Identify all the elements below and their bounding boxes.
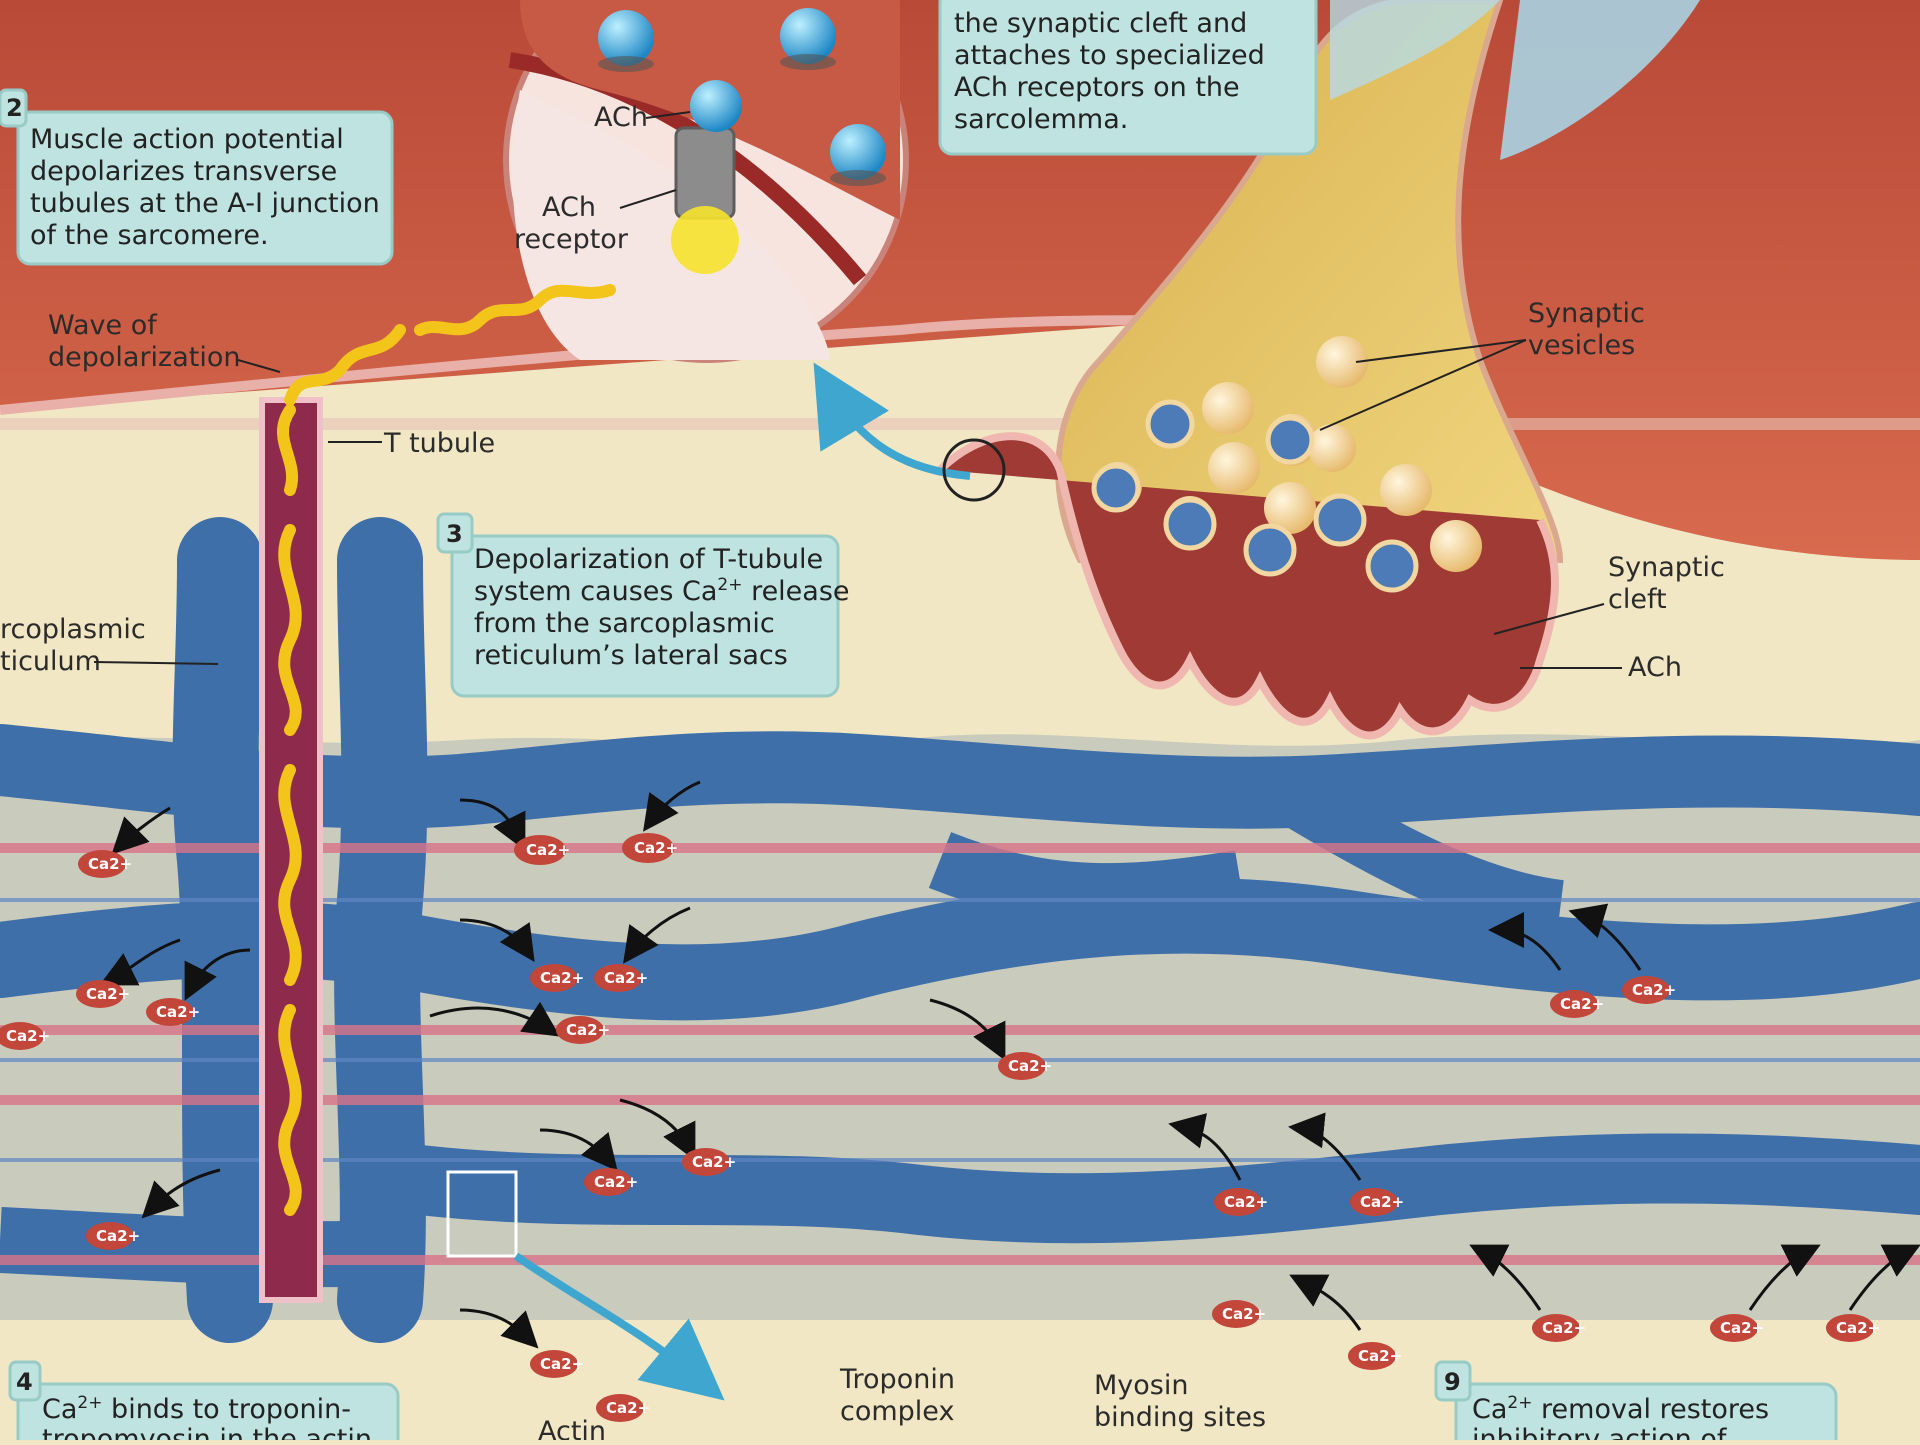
callout-step1: the synaptic cleft and attaches to speci…	[940, 0, 1316, 154]
svg-text:Ca2+: Ca2+	[1222, 1305, 1266, 1323]
svg-text:Ca2+: Ca2+	[594, 1173, 638, 1191]
callout-step2: 2 Muscle action potential depolarizes tr…	[0, 90, 392, 264]
svg-text:Ca2+: Ca2+	[1360, 1193, 1404, 1211]
svg-text:Ca2+: Ca2+	[156, 1003, 200, 1021]
svg-text:Ca2+: Ca2+	[540, 1355, 584, 1373]
svg-text:2: 2	[6, 94, 23, 122]
svg-text:Ca2+: Ca2+	[692, 1153, 736, 1171]
svg-text:Ca2+: Ca2+	[1720, 1319, 1764, 1337]
svg-text:depolarizes transverse: depolarizes transverse	[30, 156, 337, 187]
svg-text:Ca2+: Ca2+	[1358, 1347, 1402, 1365]
svg-text:Ca2+: Ca2+	[606, 1399, 650, 1417]
label-synaptic-vesicles-1: Synaptic	[1528, 298, 1645, 329]
label-ach-receptor-1: ACh	[542, 192, 596, 223]
svg-text:Ca2+: Ca2+	[1632, 981, 1676, 999]
svg-text:4: 4	[16, 1368, 33, 1396]
label-synaptic-cleft-1: Synaptic	[1608, 552, 1725, 583]
label-myosin-1: Myosin	[1094, 1370, 1188, 1401]
label-synaptic-cleft-2: cleft	[1608, 584, 1667, 615]
svg-text:Ca2+: Ca2+	[1560, 995, 1604, 1013]
svg-text:tropomyosin in the actin: tropomyosin in the actin	[42, 1424, 372, 1440]
svg-text:Depolarization of T-tubule: Depolarization of T-tubule	[474, 544, 823, 575]
label-actin: Actin	[538, 1416, 606, 1440]
label-ach-inset: ACh	[594, 102, 648, 133]
svg-text:Ca2+: Ca2+	[86, 985, 130, 1003]
label-ach-receptor-2: receptor	[514, 224, 629, 255]
svg-text:Ca2+: Ca2+	[1542, 1319, 1586, 1337]
svg-text:the synaptic cleft and: the synaptic cleft and	[954, 8, 1247, 39]
label-synaptic-vesicles-2: vesicles	[1528, 330, 1635, 361]
callout-step3: 3 Depolarization of T-tubule system caus…	[438, 514, 850, 696]
svg-text:Ca2+: Ca2+	[96, 1227, 140, 1245]
svg-text:Ca2+: Ca2+	[604, 969, 648, 987]
svg-text:9: 9	[1444, 1368, 1461, 1396]
label-myosin-2: binding sites	[1094, 1402, 1266, 1433]
label-sr-2: ticulum	[0, 646, 101, 677]
svg-text:sarcolemma.: sarcolemma.	[954, 104, 1128, 135]
label-troponin-1: Troponin	[839, 1364, 955, 1395]
label-ach-cleft: ACh	[1628, 652, 1682, 683]
svg-text:Ca2+: Ca2+	[88, 855, 132, 873]
svg-text:attaches to specialized: attaches to specialized	[954, 40, 1265, 71]
svg-text:Ca2+: Ca2+	[634, 839, 678, 857]
svg-text:Ca2+: Ca2+	[526, 841, 570, 859]
label-wave-2: depolarization	[48, 342, 241, 373]
svg-text:reticulum’s lateral sacs: reticulum’s lateral sacs	[474, 640, 788, 671]
svg-text:Ca2+: Ca2+	[1836, 1319, 1880, 1337]
label-wave-1: Wave of	[48, 310, 158, 341]
svg-text:tubules at the A-I junction: tubules at the A-I junction	[30, 188, 380, 219]
ach-receptor-inset	[506, 0, 906, 360]
svg-text:from the sarcoplasmic: from the sarcoplasmic	[474, 608, 775, 639]
svg-text:of the sarcomere.: of the sarcomere.	[30, 220, 269, 251]
label-t-tubule: T tubule	[383, 428, 495, 459]
svg-text:Ca2+: Ca2+	[6, 1027, 50, 1045]
svg-text:ACh receptors on the: ACh receptors on the	[954, 72, 1240, 103]
svg-text:Muscle action potential: Muscle action potential	[30, 124, 344, 155]
svg-text:system causes Ca2+ release: system causes Ca2+ release	[474, 575, 850, 607]
svg-text:inhibitory action of: inhibitory action of	[1472, 1424, 1728, 1440]
svg-text:Ca2+: Ca2+	[1224, 1193, 1268, 1211]
svg-text:Ca2+: Ca2+	[1008, 1057, 1052, 1075]
label-sr-1: rcoplasmic	[0, 614, 146, 645]
svg-text:Ca2+: Ca2+	[566, 1021, 610, 1039]
svg-text:3: 3	[446, 520, 463, 548]
label-troponin-2: complex	[840, 1396, 954, 1427]
svg-text:Ca2+: Ca2+	[540, 969, 584, 987]
